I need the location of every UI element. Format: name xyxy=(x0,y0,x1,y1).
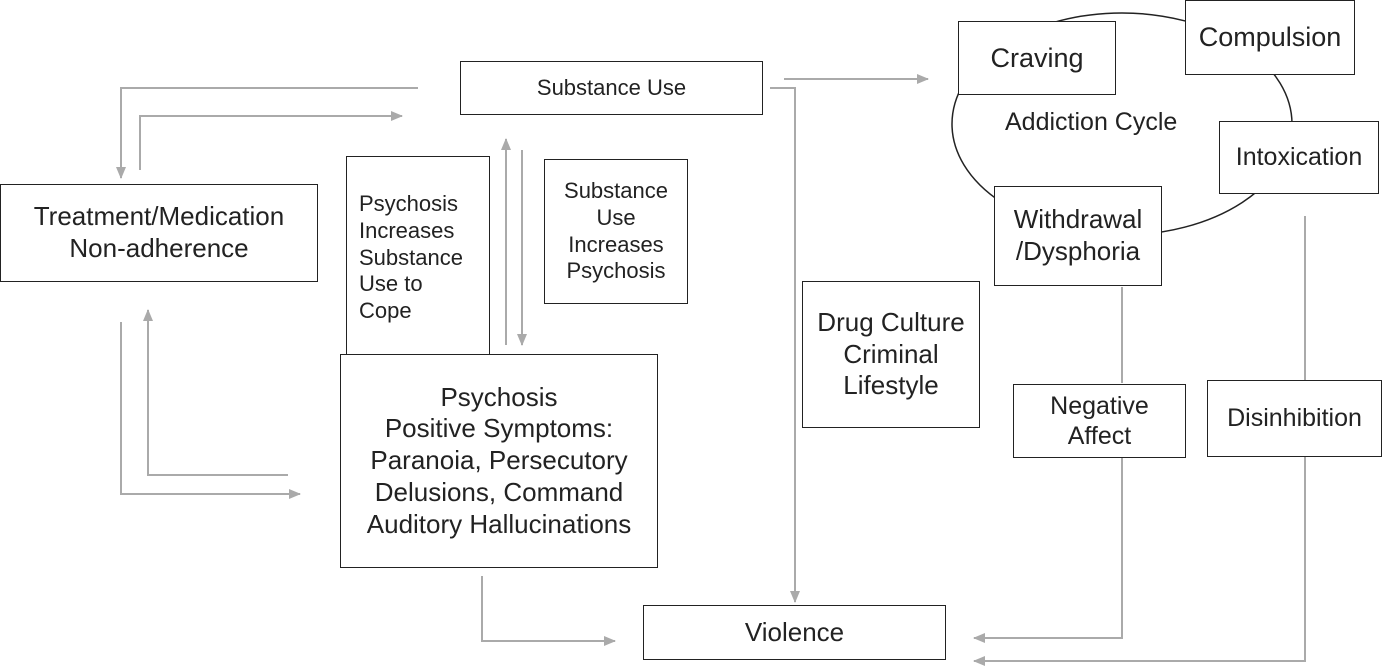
psychosis-symptoms-box: Psychosis Positive Symptoms: Paranoia, P… xyxy=(340,354,658,568)
addiction-cycle-label: Addiction Cycle xyxy=(1005,108,1178,136)
psychosis-increases-use-box: Psychosis Increases Substance Use to Cop… xyxy=(346,156,490,360)
treatment-nonadherence-box: Treatment/Medication Non-adherence xyxy=(0,184,318,282)
arrow-psychosis-to-treatment xyxy=(143,309,288,476)
arrow-treatment-to-psychosis xyxy=(120,322,301,499)
craving-box: Craving xyxy=(958,21,1116,95)
drug-culture-box: Drug Culture Criminal Lifestyle xyxy=(802,281,980,428)
arrow-substance-to-treatment xyxy=(116,87,418,179)
compulsion-box: Compulsion xyxy=(1185,0,1355,75)
withdrawal-box: Withdrawal /Dysphoria xyxy=(994,186,1162,286)
substance-use-box: Substance Use xyxy=(460,61,763,115)
arrow-disinhibition-to-violence xyxy=(973,456,1306,666)
arrow-substance-to-violence xyxy=(770,87,800,603)
arrow-treatment-to-substance xyxy=(139,111,403,170)
negative-affect-box: Negative Affect xyxy=(1013,384,1186,458)
violence-box: Violence xyxy=(643,605,946,660)
use-increases-psychosis-box: Substance Use Increases Psychosis xyxy=(544,159,688,304)
arrow-negative-affect-to-violence xyxy=(973,457,1123,643)
intoxication-box: Intoxication xyxy=(1219,121,1379,194)
arrow-psychosis-to-violence xyxy=(481,576,616,646)
disinhibition-box: Disinhibition xyxy=(1207,380,1382,457)
